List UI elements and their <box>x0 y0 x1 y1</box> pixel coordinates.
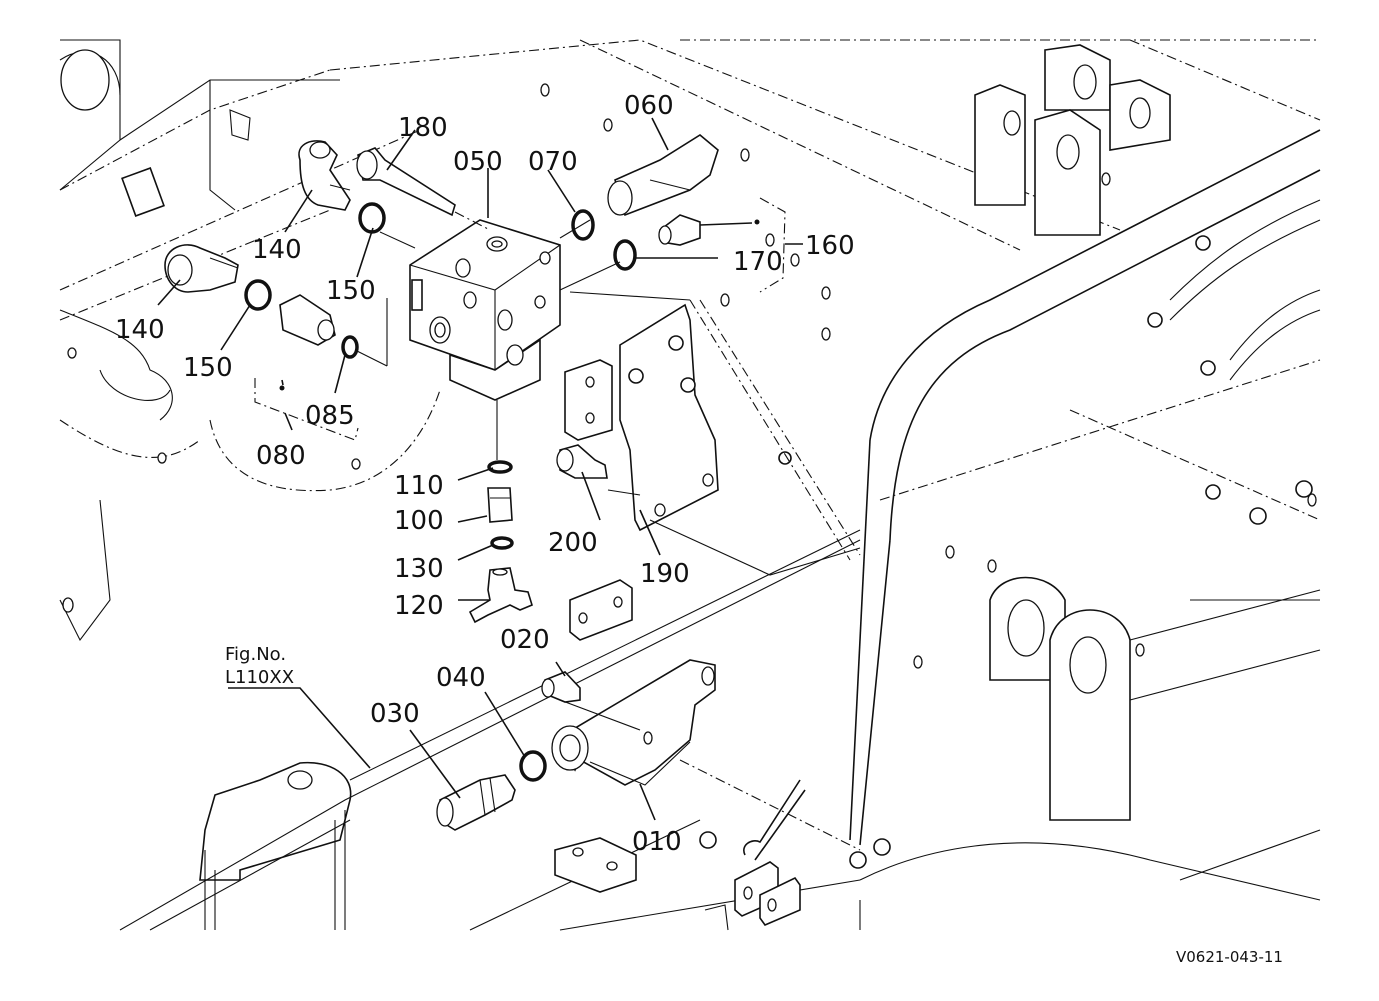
callout-040: 040 <box>436 663 486 693</box>
bracket-010 <box>551 659 716 786</box>
fitting-020 <box>541 671 581 703</box>
o-ring-150-lower <box>244 279 272 311</box>
callouts: 180 050 070 060 160 170 140 150 140 150 … <box>115 91 855 857</box>
callout-060: 060 <box>624 91 674 121</box>
callout-010: 010 <box>632 827 682 857</box>
callout-080: 080 <box>256 441 306 471</box>
callout-150-lower: 150 <box>183 353 233 383</box>
callout-140-upper: 140 <box>252 235 302 265</box>
o-ring-070 <box>571 209 595 241</box>
callout-100: 100 <box>394 506 444 536</box>
spacer-block-upper <box>564 359 613 441</box>
callout-020: 020 <box>500 625 550 655</box>
callout-170: 170 <box>733 247 783 277</box>
clevis-plate-rear <box>974 84 1026 206</box>
callout-140-lower: 140 <box>115 315 165 345</box>
callout-050: 050 <box>453 147 503 177</box>
callout-085: 085 <box>305 401 355 431</box>
o-ring-170 <box>613 239 637 271</box>
callout-190: 190 <box>640 559 690 589</box>
o-ring-150-upper <box>358 202 386 234</box>
drawing-code: V0621-043-11 <box>1176 948 1283 966</box>
sensor-060 <box>607 134 719 217</box>
callout-120: 120 <box>394 591 444 621</box>
o-ring-040 <box>519 750 547 782</box>
o-ring-130 <box>490 536 514 550</box>
valve-label-plate <box>411 279 423 311</box>
figure-ref-label: Fig.No. <box>225 644 286 665</box>
figure-ref-number: L110XX <box>225 667 294 688</box>
elbow-fitting-140-upper <box>298 140 351 211</box>
adapter-085 <box>279 294 336 346</box>
spacer-block-middle <box>569 579 633 641</box>
callout-150-upper: 150 <box>326 276 376 306</box>
radiator-bracket <box>199 761 352 881</box>
fitting-170 <box>658 214 760 246</box>
valve-block-050 <box>409 219 561 401</box>
o-ring-085 <box>341 335 359 359</box>
o-ring-110 <box>487 460 513 474</box>
vertical-fittings <box>468 400 533 624</box>
lynch-pin <box>743 779 801 856</box>
callout-110: 110 <box>394 471 444 501</box>
fitting-200 <box>556 444 608 479</box>
small-plate-left <box>121 167 165 217</box>
tee-120 <box>468 567 533 624</box>
adapter-100 <box>487 487 513 523</box>
clevis-plate-front <box>1034 109 1101 236</box>
leader-lines <box>157 117 861 851</box>
plug-030 <box>436 774 516 831</box>
elbow-fitting-140-lower <box>164 244 239 293</box>
callout-070: 070 <box>528 147 578 177</box>
callout-200: 200 <box>548 528 598 558</box>
callout-180: 180 <box>398 113 448 143</box>
frame-structure <box>59 39 1321 931</box>
bracket-190 <box>619 303 719 532</box>
callout-030: 030 <box>370 699 420 729</box>
bolt-180 <box>356 147 491 231</box>
callout-160: 160 <box>805 231 855 261</box>
callout-130: 130 <box>394 554 444 584</box>
nuts-frame <box>699 235 1313 869</box>
